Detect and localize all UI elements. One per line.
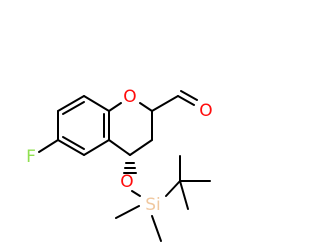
atom-fluorine: F xyxy=(26,147,36,167)
bond-si-c xyxy=(165,180,181,197)
bond-ring xyxy=(108,102,122,112)
bond-tbu xyxy=(179,180,189,210)
atom-oxygen-aldehyde: O xyxy=(199,101,212,121)
bond-c-o-double xyxy=(177,95,195,106)
structure-drawing: O O F O Si xyxy=(26,87,213,242)
bond-aromatic xyxy=(57,95,85,112)
atom-oxygen-ring: O xyxy=(123,87,136,107)
bond-aromatic xyxy=(57,139,85,156)
bond-si-me xyxy=(115,205,140,219)
bond-c-f xyxy=(38,139,59,153)
atom-oxygen-ether: O xyxy=(120,172,133,192)
bond-aromatic xyxy=(83,139,110,156)
bond-si-me xyxy=(151,215,162,242)
bond-aromatic xyxy=(62,136,85,150)
bond-ring xyxy=(139,102,153,112)
atom-silicon: Si xyxy=(145,195,161,215)
bond-aromatic xyxy=(83,95,110,112)
bond-ring xyxy=(108,139,131,156)
bond-c-cho xyxy=(151,95,179,112)
bond-c-o-double xyxy=(180,90,198,101)
bond-o-si xyxy=(131,190,141,197)
molecule-diagram: O O F O Si xyxy=(26,87,213,242)
bond-ring xyxy=(129,139,153,156)
bond-aromatic xyxy=(62,101,85,115)
